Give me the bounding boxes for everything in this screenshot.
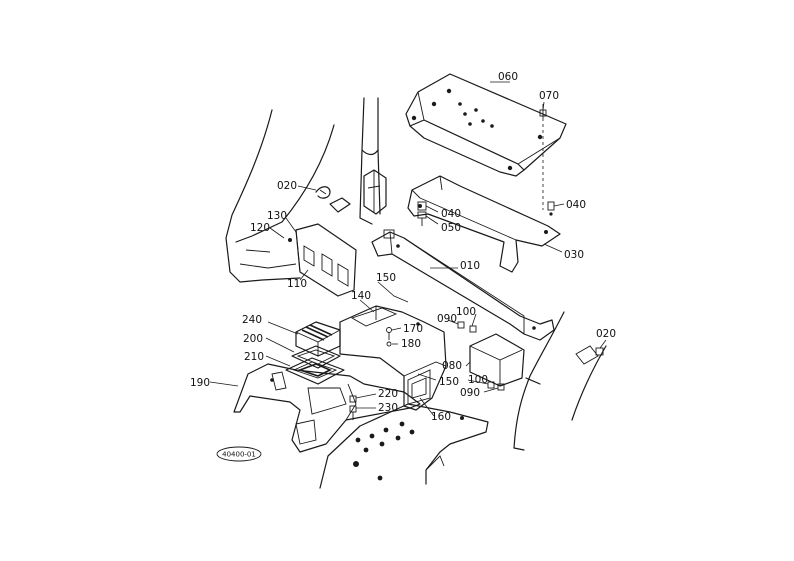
part-210-base-pad xyxy=(285,357,345,385)
callout-110: 110 xyxy=(287,278,307,290)
callout-090-top: 090 xyxy=(437,313,457,325)
part-190-base-frame xyxy=(233,363,421,453)
callout-060: 060 xyxy=(498,71,518,83)
callout-070: 070 xyxy=(539,90,559,102)
part-010-cross-beam xyxy=(371,229,555,341)
callout-090-bottom: 090 xyxy=(460,387,480,399)
callout-170: 170 xyxy=(403,323,423,335)
drawing-code: 40400-01 xyxy=(222,451,256,459)
callout-230: 230 xyxy=(378,402,398,414)
part-020-clip-right xyxy=(595,347,604,356)
part-080-right-box xyxy=(469,333,525,387)
callout-190: 190 xyxy=(190,377,210,389)
parts-220-230-bolts xyxy=(349,395,357,420)
leader-lines xyxy=(209,81,607,417)
callout-140: 140 xyxy=(351,290,371,302)
callout-100-top: 100 xyxy=(456,306,476,318)
right-fender-outline xyxy=(513,311,607,451)
callout-040-right: 040 xyxy=(566,199,586,211)
part-110-side-panel xyxy=(288,223,357,297)
callout-120: 120 xyxy=(250,222,270,234)
part-060-top-cover xyxy=(405,73,567,177)
callout-040-left: 040 xyxy=(441,208,461,220)
callout-100-bottom: 100 xyxy=(468,374,488,386)
part-160-floor-plate xyxy=(319,403,489,489)
callout-200: 200 xyxy=(243,333,263,345)
steering-post xyxy=(359,97,387,225)
callout-210: 210 xyxy=(244,351,264,363)
part-070-bolt xyxy=(539,104,547,210)
callout-030: 030 xyxy=(564,249,584,261)
callout-180: 180 xyxy=(401,338,421,350)
callout-050: 050 xyxy=(441,222,461,234)
callout-labels: 060 070 020 040 050 040 130 120 030 010 … xyxy=(190,71,616,423)
parts-170-180-screws xyxy=(386,327,392,347)
callout-240: 240 xyxy=(242,314,262,326)
callout-160: 160 xyxy=(431,411,451,423)
callout-220: 220 xyxy=(378,388,398,400)
callout-150-top: 150 xyxy=(376,272,396,284)
callout-130: 130 xyxy=(267,210,287,222)
part-030-frame-bracket xyxy=(407,175,561,273)
part-200-middle-pad xyxy=(291,345,341,369)
parts-090-100-fasteners xyxy=(457,321,505,391)
part-140-console-box xyxy=(339,305,447,411)
callout-010: 010 xyxy=(460,260,480,272)
callout-020-right: 020 xyxy=(596,328,616,340)
small-plate xyxy=(329,197,351,213)
callout-150-bottom: 150 xyxy=(439,376,459,388)
callout-080: 080 xyxy=(442,360,462,372)
part-020-clip-left xyxy=(315,186,331,199)
left-fender-outline xyxy=(225,109,335,283)
drawing-code-badge: 40400-01 xyxy=(216,446,262,462)
callout-020-left: 020 xyxy=(277,180,297,192)
part-240-top-pad xyxy=(295,321,341,357)
